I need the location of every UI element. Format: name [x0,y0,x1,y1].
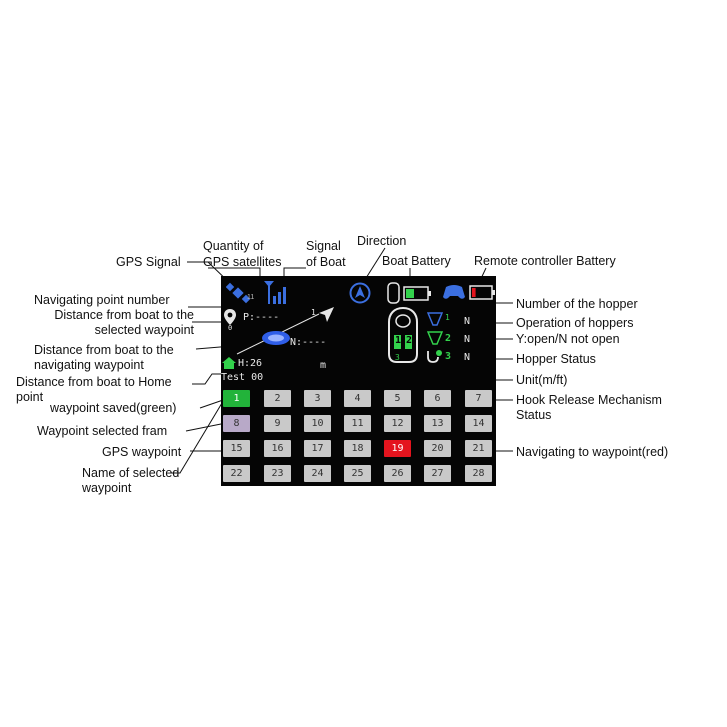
label-nav-to-waypoint: Navigating to waypoint(red) [516,445,669,459]
label-wp-saved: waypoint saved(green) [50,401,177,415]
nav-point-number: 1 [311,308,316,317]
label-wp-selected-frame: Waypoint selected fram [37,424,168,438]
n-distance: N:---- [290,337,327,348]
waypoint-button-16[interactable]: 16 [264,440,291,457]
waypoint-button-12[interactable]: 12 [384,415,411,432]
location-pin-index: 0 [228,324,233,332]
waypoint-button-28[interactable]: 28 [465,465,492,482]
signal-bars-icon [264,281,286,304]
unit-indicator: m [320,360,327,371]
label-boat-signal-line1: Signal [306,239,341,253]
hook-icon [427,350,442,363]
waypoint-button-18[interactable]: 18 [344,440,371,457]
waypoint-button-5[interactable]: 5 [384,390,411,407]
label-hook-release: Hook Release Mechanism Status [516,393,662,422]
home-distance: H:26 [238,358,263,369]
waypoint-button-25[interactable]: 25 [344,465,371,482]
hopper-icon [388,306,418,363]
satellite-count: 11 [247,294,255,301]
waypoint-button-1[interactable]: 1 [223,390,250,407]
label-hopper-operation: Operation of hoppers [516,316,634,330]
boat-battery-level-fill [406,289,414,298]
waypoint-button-14[interactable]: 14 [465,415,492,432]
hopper-slot-1-number: 1 [395,335,402,346]
label-gps-satellites-line2: GPS satellites [203,255,282,269]
label-boat-battery: Boat Battery [382,254,451,268]
waypoint-button-3[interactable]: 3 [304,390,331,407]
label-nav-point-number: Navigating point number [34,293,170,307]
label-gps-waypoint: GPS waypoint [102,445,182,459]
waypoint-name: Test 00 [221,372,264,383]
waypoint-button-10[interactable]: 10 [304,415,331,432]
label-dist-home: Distance from boat to Home point [16,375,172,404]
label-name-selected: Name of selected waypoint [82,466,180,495]
waypoint-button-2[interactable]: 2 [264,390,291,407]
waypoint-button-13[interactable]: 13 [424,415,451,432]
label-direction: Direction [357,234,407,248]
hopper-slot-2-number: 2 [406,335,413,346]
home-icon [222,357,236,369]
navigation-arrow-icon [319,307,334,322]
hopper-status-icon [427,331,443,345]
hopper-operation-icon [427,312,443,326]
boat-battery-icon [387,282,431,304]
location-pin-icon [224,309,236,325]
label-hopper-status: Hopper Status [516,352,596,366]
waypoint-button-11[interactable]: 11 [344,415,371,432]
label-boat-signal-line2: of Boat [306,255,346,269]
hopper-1-status: N [464,316,471,327]
hopper-2-status: N [464,334,471,345]
label-remote-battery: Remote controller Battery [474,254,616,268]
waypoint-button-4[interactable]: 4 [344,390,371,407]
waypoint-button-27[interactable]: 27 [424,465,451,482]
label-dist-selected: Distance from boat to the selected waypo… [54,308,194,337]
label-unit: Unit(m/ft) [516,373,568,387]
leader-wp-selected [185,422,227,432]
waypoint-button-9[interactable]: 9 [264,415,291,432]
waypoint-button-24[interactable]: 24 [304,465,331,482]
hopper-count: 3 [395,353,400,362]
hook-status: N [464,352,471,363]
waypoint-button-19[interactable]: 19 [384,440,411,457]
waypoint-button-20[interactable]: 20 [424,440,451,457]
waypoint-button-7[interactable]: 7 [465,390,492,407]
waypoint-button-26[interactable]: 26 [384,465,411,482]
boat-icon [262,331,290,345]
compass-icon [349,282,371,304]
satellite-icon [226,282,251,304]
hopper-2-number: 2 [445,333,452,344]
label-gps-satellites-line1: Quantity of [203,239,264,253]
gamepad-battery-icon [443,285,495,300]
waypoint-button-15[interactable]: 15 [223,440,250,457]
label-hopper-number: Number of the hopper [516,297,638,311]
remote-battery-level-fill [472,288,476,297]
waypoint-button-21[interactable]: 21 [465,440,492,457]
waypoint-button-8[interactable]: 8 [223,415,250,432]
label-hopper-yn: Y:open/N not open [516,332,620,346]
waypoint-button-22[interactable]: 22 [223,465,250,482]
waypoint-button-17[interactable]: 17 [304,440,331,457]
label-dist-navigating: Distance from boat to the navigating way… [34,343,174,372]
hopper-1-number: 1 [445,313,450,322]
waypoint-button-23[interactable]: 23 [264,465,291,482]
p-distance: P:---- [243,312,280,323]
label-gps-signal: GPS Signal [116,255,181,269]
waypoint-button-6[interactable]: 6 [424,390,451,407]
hook-count: 3 [445,351,452,362]
controller-screen: 11 0 P:---- 1 [221,276,496,486]
